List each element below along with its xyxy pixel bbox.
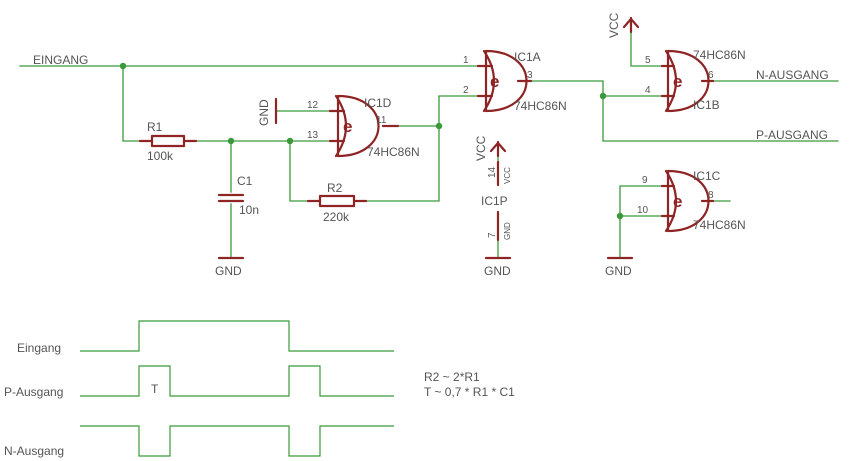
gate-ic1a: e xyxy=(476,49,533,113)
capacitor-c1 xyxy=(217,193,245,203)
junction-dot xyxy=(435,122,443,130)
gate-ic1d: e xyxy=(328,94,400,158)
r2-name: R2 xyxy=(327,181,343,195)
junction-dot xyxy=(616,212,624,220)
pin-number: 3 xyxy=(527,70,533,81)
vcc-label-ic1b: VCC xyxy=(607,12,621,38)
ic1a-value: 74HC86N xyxy=(514,99,567,113)
net-label-p-ausgang: P-AUSGANG xyxy=(756,128,828,142)
ic1p-pin-gnd-label: GND xyxy=(503,222,512,240)
pin-number: 2 xyxy=(463,85,469,96)
wire-r2-left xyxy=(289,140,309,202)
junction-dot xyxy=(599,92,607,100)
wire-eingang-to-r1 xyxy=(122,65,141,142)
r1-value: 100k xyxy=(147,149,174,163)
gnd-label-ic1c: GND xyxy=(605,264,632,278)
pin-number: 1 xyxy=(463,55,469,66)
waveform-eingang xyxy=(80,320,394,352)
gnd-label-ic1p: GND xyxy=(484,264,511,278)
ic1b-value: 74HC86N xyxy=(693,48,746,62)
waveform-n-ausgang xyxy=(80,425,394,457)
junction-dot xyxy=(227,137,235,145)
pin-number: 9 xyxy=(642,175,648,186)
ic1b-name: IC1B xyxy=(693,98,720,112)
net-label-eingang: EINGANG xyxy=(33,53,88,67)
formula-t: T ~ 0,7 * R1 * C1 xyxy=(424,385,515,399)
pin-number: 5 xyxy=(645,55,651,66)
pin-number: 13 xyxy=(307,130,319,141)
ic1c-name: IC1C xyxy=(693,169,721,183)
vcc-arrow-ic1p xyxy=(489,140,507,158)
timing-diagram: Eingang P-Ausgang N-Ausgang T R2 ~ 2*R1 … xyxy=(4,320,515,458)
wire-r2-right xyxy=(365,125,440,202)
pulse-width-label: T xyxy=(151,382,159,396)
gate-ic1c: e xyxy=(660,169,715,233)
ic1d-value: 74HC86N xyxy=(367,145,420,159)
wire-ic1c-inputs xyxy=(619,185,663,259)
vcc-label-ic1p: VCC xyxy=(474,135,488,161)
resistor-r1 xyxy=(150,134,186,148)
ic1a-name: IC1A xyxy=(514,50,541,64)
pin-number: 4 xyxy=(645,85,651,96)
pin-number: 10 xyxy=(637,205,649,216)
vcc-arrow-ic1b xyxy=(622,16,640,34)
ic1p-pin-vcc-label: VCC xyxy=(503,167,512,184)
pin-number: 8 xyxy=(708,190,714,201)
pin-number: 12 xyxy=(307,100,319,111)
junction-dot xyxy=(286,137,294,145)
timing-label-n-ausgang: N-Ausgang xyxy=(4,444,64,458)
pin-number: 11 xyxy=(376,115,387,126)
gnd-label-ic1d: GND xyxy=(257,99,271,126)
c1-name: C1 xyxy=(237,174,253,188)
waveform-p-ausgang xyxy=(80,365,394,397)
r2-value: 220k xyxy=(323,210,350,224)
pin-number: 7 xyxy=(487,232,498,238)
gate-ic1a-letter: e xyxy=(490,72,499,91)
c1-value: 10n xyxy=(239,203,259,217)
ic1p-name: IC1P xyxy=(481,194,508,208)
junctions xyxy=(119,62,624,220)
timing-label-eingang: Eingang xyxy=(17,341,61,355)
gate-ic1d-letter: e xyxy=(343,117,352,136)
pin-number: 6 xyxy=(708,70,714,81)
pin-number: 14 xyxy=(487,166,498,178)
r1-name: R1 xyxy=(147,120,163,134)
gnd-label-c1: GND xyxy=(215,264,242,278)
gate-ic1b: e xyxy=(660,49,715,113)
labels: EINGANG N-AUSGANG P-AUSGANG R1 100k R2 2… xyxy=(33,12,829,278)
ic1d-name: IC1D xyxy=(364,96,392,110)
gate-ic1b-letter: e xyxy=(673,72,682,91)
timing-label-p-ausgang: P-Ausgang xyxy=(4,385,63,399)
wire-ic1d-out xyxy=(397,95,479,127)
wire-ic1a-out xyxy=(517,80,839,142)
junction-dot xyxy=(119,62,127,70)
ic1c-value: 74HC86N xyxy=(693,218,746,232)
wire-ic1b-vcc xyxy=(630,25,663,67)
gate-ic1c-letter: e xyxy=(673,192,682,211)
resistor-r2 xyxy=(318,194,356,208)
net-label-n-ausgang: N-AUSGANG xyxy=(756,68,829,82)
formula-r2: R2 ~ 2*R1 xyxy=(424,370,480,384)
